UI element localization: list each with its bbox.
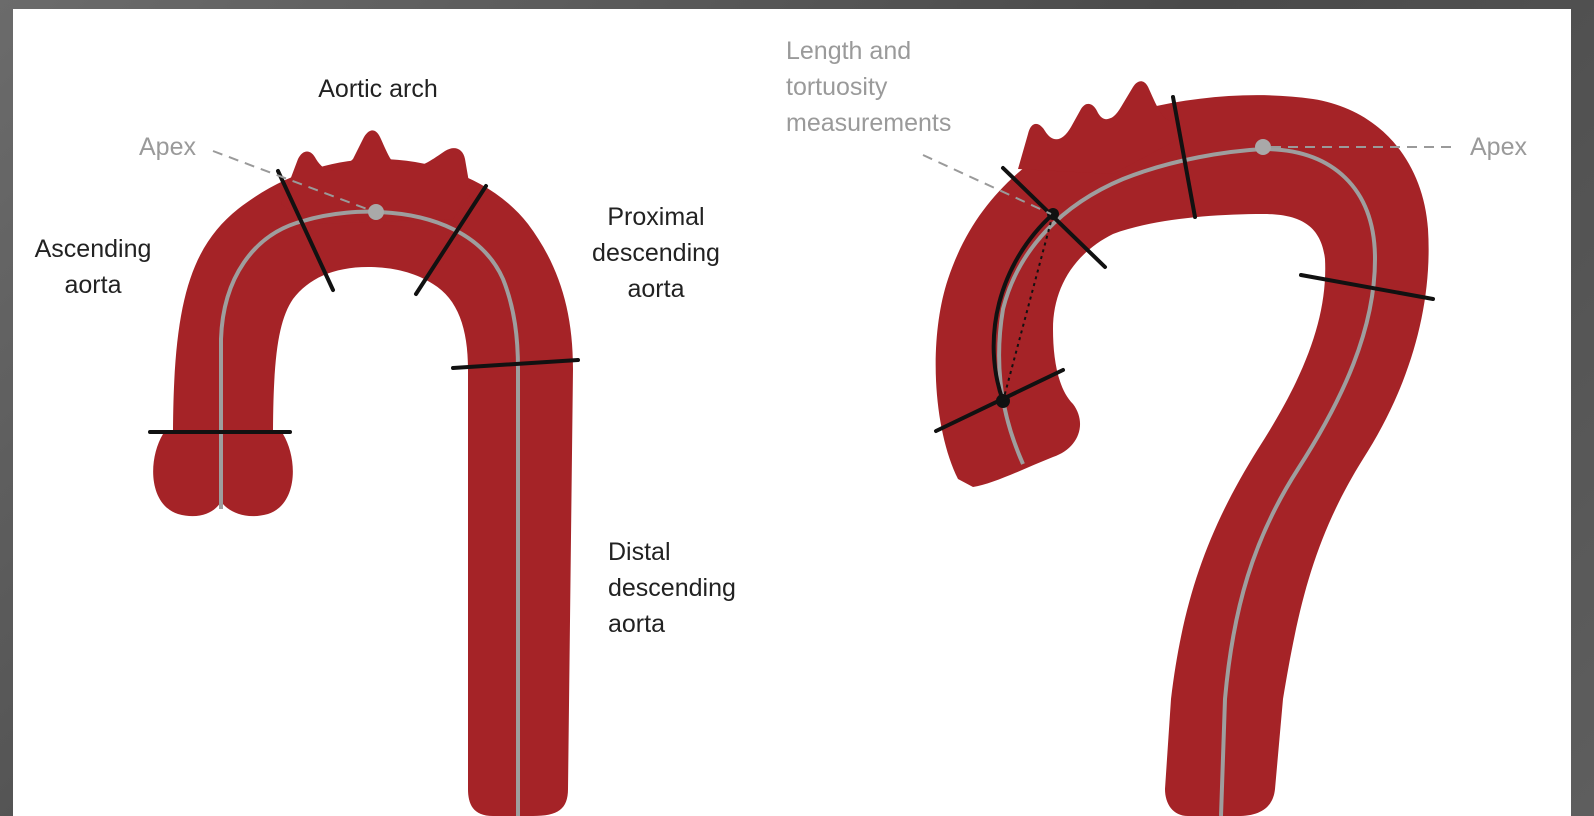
- label-length-tortuosity: Length and tortuosity measurements: [786, 33, 951, 141]
- label-proximal-descending-aorta: Proximal descending aorta: [571, 199, 741, 307]
- right-aorta: [923, 81, 1458, 816]
- label-aortic-arch: Aortic arch: [303, 71, 453, 107]
- diagram-canvas: Aortic arch Apex Ascending aorta Proxima…: [13, 9, 1571, 816]
- label-distal-descending-aorta: Distal descending aorta: [608, 534, 736, 642]
- right-apex-dot: [1255, 139, 1271, 155]
- label-left-apex: Apex: [139, 129, 196, 165]
- right-aorta-body: [936, 95, 1429, 816]
- left-aorta: [150, 130, 578, 816]
- label-ascending-aorta: Ascending aorta: [19, 231, 167, 303]
- left-apex-dot: [368, 204, 384, 220]
- label-right-apex: Apex: [1470, 129, 1527, 165]
